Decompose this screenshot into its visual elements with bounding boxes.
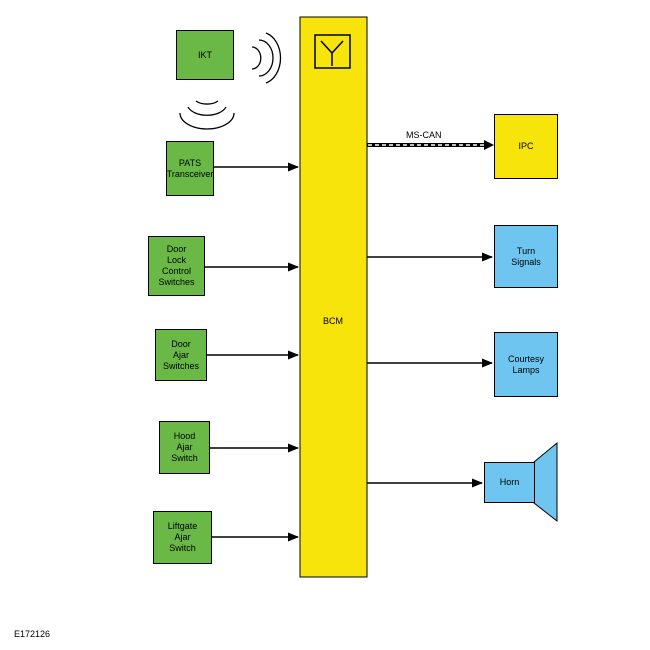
- turn-signals-box: Turn Signals: [494, 225, 558, 288]
- ipc-box: IPC: [494, 114, 558, 179]
- horn-box: Horn: [484, 462, 535, 503]
- liftgate-ajar-switch-box: Liftgate Ajar Switch: [153, 511, 212, 564]
- output-arrows: [367, 252, 494, 488]
- wireless-signal-icon: [179, 32, 282, 130]
- ikt-box: IKT: [176, 30, 234, 80]
- figure-code: E172126: [14, 629, 51, 639]
- ms-can-bus: [367, 140, 494, 150]
- bcm-label: BCM: [323, 316, 343, 326]
- horn-icon: [533, 441, 558, 523]
- door-ajar-switches-box: Door Ajar Switches: [155, 329, 207, 381]
- ms-can-label: MS-CAN: [406, 130, 442, 140]
- antenna-icon: [314, 34, 351, 69]
- hood-ajar-switch-box: Hood Ajar Switch: [159, 421, 210, 474]
- bcm-block: [299, 16, 368, 578]
- door-lock-control-switches-box: Door Lock Control Switches: [148, 236, 205, 296]
- courtesy-lamps-box: Courtesy Lamps: [494, 332, 558, 397]
- pats-transceiver-box: PATS Transceiver: [166, 141, 214, 196]
- input-arrows: [204, 162, 300, 542]
